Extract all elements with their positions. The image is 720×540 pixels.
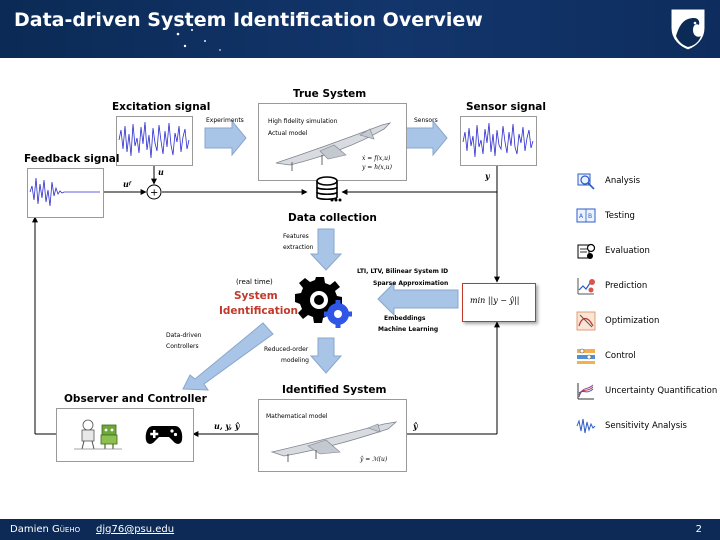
summing-junction	[146, 184, 162, 200]
sysid-line1: System	[234, 290, 278, 302]
legend-label-control: Control	[605, 351, 636, 361]
yhat-label: ŷ	[413, 421, 418, 431]
math-model-label: Mathematical model	[266, 413, 328, 420]
data-collection-label: Data collection	[288, 212, 377, 224]
control-icon	[577, 348, 595, 364]
min-objective-expression: min ||y − ŷ||	[470, 296, 520, 305]
reduced-order-line2: modeling	[281, 357, 309, 364]
aircraft-image-identified	[270, 421, 398, 462]
header-sparkle-dots	[176, 29, 221, 51]
author-last-name: Güeho	[52, 524, 81, 535]
state-equation: ẋ = f(x,u)	[362, 155, 391, 162]
observer-title: Observer and Controller	[64, 393, 207, 405]
excitation-waveform	[118, 121, 190, 159]
footer-author: Damien Güeho	[10, 524, 80, 535]
lti-line1: LTI, LTV, Bilinear System ID	[357, 268, 449, 275]
testing-icon: A B	[576, 208, 596, 223]
svg-text:B: B	[588, 213, 592, 220]
reduced-order-line1: Reduced-order	[264, 346, 309, 353]
features-arrow	[309, 228, 343, 271]
footer-email-link[interactable]: djg76@psu.edu	[96, 524, 175, 535]
data-driven-controllers-arrow	[182, 322, 274, 391]
system-id-gear-icon	[295, 277, 352, 328]
reduced-order-arrow	[309, 337, 343, 374]
sysid-line2: Identification	[219, 305, 299, 317]
min-objective-box	[462, 283, 536, 322]
data-driven-line2: Controllers	[166, 343, 199, 350]
svg-text:+: +	[150, 188, 158, 199]
database-icon	[316, 176, 342, 202]
feedback-title: Feedback signal	[24, 153, 120, 165]
hf-sim-line2: Actual model	[268, 130, 308, 137]
lti-line2: Sparse Approximation	[373, 280, 449, 287]
identified-system-box	[258, 399, 407, 472]
sensor-waveform	[462, 122, 534, 158]
experiments-arrow	[204, 119, 247, 157]
footer-page-number: 2	[695, 524, 702, 535]
evaluation-icon	[577, 243, 596, 259]
aircraft-image-true	[275, 122, 392, 171]
legend-label-evaluation: Evaluation	[605, 246, 650, 256]
svg-text:A: A	[579, 213, 584, 220]
output-equation: y = h(x,u)	[362, 164, 392, 171]
robots-icon	[74, 419, 122, 450]
uyyhat-label: u, y, ŷ	[214, 421, 240, 431]
author-first-name: Damien	[10, 524, 49, 535]
identified-equation: ŷ = ℳ(u)	[360, 456, 388, 463]
legend-label-prediction: Prediction	[605, 281, 648, 291]
uf-label: uᶠ	[123, 179, 131, 189]
gamepad-icon	[145, 426, 183, 444]
slide-title: Data-driven System Identification Overvi…	[14, 9, 483, 31]
excitation-title: Excitation signal	[112, 101, 211, 113]
realtime-label: (real time)	[236, 278, 273, 286]
slide-footer: Damien Güeho djg76@psu.edu 2	[0, 519, 720, 540]
legend-label-sensitivity: Sensitivity Analysis	[605, 421, 687, 431]
legend-label-analysis: Analysis	[605, 176, 641, 186]
features-line2: extraction	[283, 244, 314, 251]
features-line1: Features	[283, 233, 309, 240]
university-shield-logo	[670, 8, 706, 51]
feedback-waveform	[29, 177, 100, 207]
slide-header: Data-driven System Identification Overvi…	[0, 0, 720, 58]
sensor-signal-title: Sensor signal	[466, 101, 546, 113]
uncertainty-icon	[577, 383, 594, 400]
identified-system-title: Identified System	[282, 384, 387, 396]
prediction-icon	[577, 278, 595, 295]
optimization-icon	[576, 311, 596, 331]
u-label: u	[158, 167, 164, 177]
embed-line1: Embeddings	[384, 315, 426, 322]
sensors-label: Sensors	[414, 117, 438, 124]
legend-label-uncertainty: Uncertainty Quantification	[605, 386, 718, 396]
true-system-box	[258, 103, 407, 181]
legend-label-optimization: Optimization	[605, 316, 660, 326]
embed-line2: Machine Learning	[378, 326, 439, 333]
legend-label-testing: Testing	[605, 211, 635, 221]
feedback-signal-plot	[27, 168, 104, 218]
sensors-arrow	[405, 119, 448, 157]
min-to-gear-arrow	[377, 281, 459, 317]
data-driven-line1: Data-driven	[166, 332, 202, 339]
y-label: y	[485, 171, 490, 181]
analysis-icon	[577, 173, 595, 190]
hf-sim-line1: High fidelity simulation	[268, 118, 338, 125]
experiments-label: Experiments	[206, 117, 244, 124]
true-system-title: True System	[293, 88, 367, 100]
sensitivity-icon	[576, 418, 596, 434]
